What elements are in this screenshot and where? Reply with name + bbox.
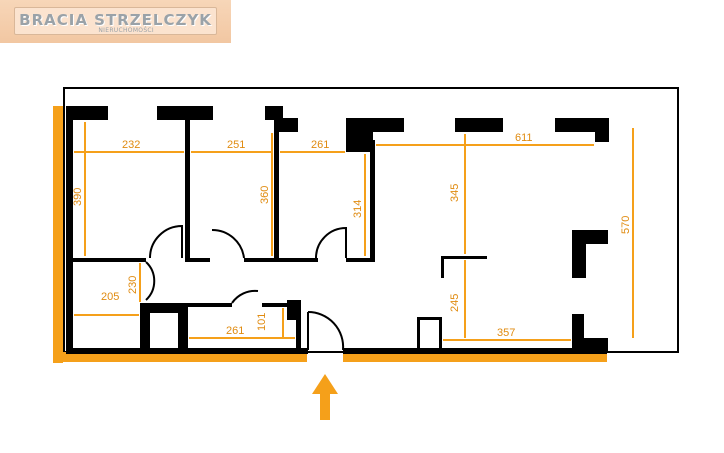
dim-314: 314 xyxy=(352,200,364,218)
doors xyxy=(145,224,347,351)
dim-360: 360 xyxy=(259,186,271,204)
dim-357: 357 xyxy=(497,327,515,339)
dim-245: 245 xyxy=(449,294,461,312)
dimension-labels: 232 251 261 611 205 261 357 390 360 314 … xyxy=(72,132,632,339)
walls xyxy=(66,106,609,354)
dim-230: 230 xyxy=(127,276,139,294)
dim-205: 205 xyxy=(101,291,119,303)
logo-brand-text: BRACIA STRZELCZYK xyxy=(19,11,212,29)
dim-101: 101 xyxy=(256,313,268,331)
dim-611: 611 xyxy=(515,132,533,144)
dim-261-bottom: 261 xyxy=(226,325,244,337)
dim-345: 345 xyxy=(449,184,461,202)
dim-232: 232 xyxy=(122,139,140,151)
dim-261-top: 261 xyxy=(311,139,329,151)
dim-570: 570 xyxy=(620,216,632,234)
logo-plate: BRACIA STRZELCZYK NIERUCHOMOŚCI xyxy=(14,7,217,35)
dimension-lines xyxy=(74,122,634,341)
dim-251: 251 xyxy=(227,139,245,151)
entrance-arrow-icon xyxy=(312,374,338,420)
logo-subtitle: NIERUCHOMOŚCI xyxy=(98,27,154,34)
facade-accent xyxy=(53,106,607,363)
company-logo: BRACIA STRZELCZYK NIERUCHOMOŚCI xyxy=(0,0,231,43)
dim-390: 390 xyxy=(72,188,84,206)
